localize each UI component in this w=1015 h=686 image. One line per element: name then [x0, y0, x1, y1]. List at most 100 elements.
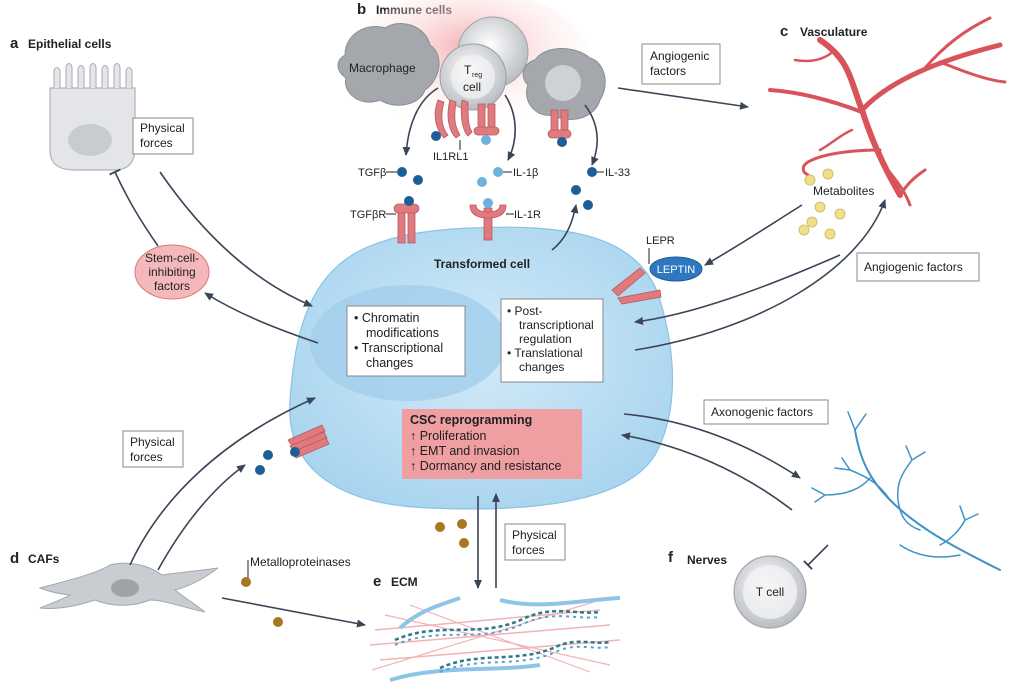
metabolite-dots	[798, 168, 846, 240]
arrow-epithelial-to-cell	[159, 171, 313, 307]
chromatin-box-line: • Chromatin	[354, 311, 420, 325]
angiogenic-top-l1: Angiogenic	[650, 49, 709, 63]
csc-item-proliferation: ↑ Proliferation	[410, 429, 486, 443]
post-transcriptional-box-line: • Post-	[507, 304, 543, 318]
arrow-right-cell-to-il33	[584, 104, 599, 166]
chromatin-box-line: modifications	[366, 326, 439, 340]
panel-title-e: ECM	[391, 575, 418, 589]
arrow-caf-to-ligands	[157, 464, 246, 571]
treg-label-sub: reg	[472, 72, 482, 79]
chromatin-box	[346, 305, 466, 377]
t-cell-label: T cell	[756, 585, 784, 599]
panel-title-c: Vasculature	[800, 25, 868, 39]
physical-forces-top-l1: Physical	[140, 121, 185, 135]
il1b-ligand-2	[477, 177, 487, 187]
tgfbr-bound-ligand	[404, 196, 414, 206]
caf-ligand-1	[263, 450, 273, 460]
il33-ligand-2	[571, 185, 581, 195]
csc-item-dormancy: ↑ Dormancy and resistance	[410, 459, 562, 473]
arrow-cell-to-stem-factors	[204, 292, 319, 344]
angiogenic-right-box	[856, 252, 980, 282]
chromatin-box-line: changes	[366, 356, 413, 370]
ecm-mmp-dots	[435, 519, 469, 548]
panel-title-d: CAFs	[28, 552, 60, 566]
physical-forces-left-l1: Physical	[130, 435, 175, 449]
panel-title-a: Epithelial cells	[28, 37, 112, 51]
arrow-caf-to-ecm	[221, 597, 366, 628]
arrow-macrophage-to-tgfb	[402, 87, 439, 156]
grey-cell-right-nucleus	[545, 65, 581, 101]
panel-letter-f: f	[668, 549, 674, 566]
il1r-bound-ligand	[483, 198, 493, 208]
mmp-dot-2	[273, 617, 283, 627]
panel-letter-d: d	[10, 550, 19, 567]
arrow-metabolites-to-leptin	[704, 204, 803, 266]
post-transcriptional-box-line: regulation	[519, 332, 572, 346]
axonogenic-label: Axonogenic factors	[711, 405, 813, 419]
panel-letter-c: c	[780, 23, 788, 40]
ligand-light-receptor2	[481, 135, 491, 145]
transformed-cell-label: Transformed cell	[434, 257, 530, 271]
macrophage	[337, 23, 440, 106]
angiogenic-top-l2: factors	[650, 64, 686, 78]
ligand-dark-receptor3	[557, 137, 567, 147]
stem-factor-l1: Stem-cell-	[145, 251, 199, 265]
physical-forces-left-l2: forces	[130, 450, 163, 464]
angiogenic-top-box	[641, 43, 721, 85]
csc-title: CSC reprogramming	[410, 413, 532, 427]
ligand-dark-receptor1	[431, 131, 441, 141]
caf-ligand-2	[255, 465, 265, 475]
stem-factor-l2: inhibiting	[148, 265, 195, 279]
physical-forces-left-box	[122, 430, 184, 468]
stem-factor-l3: factors	[154, 279, 190, 293]
t-cell-inner	[743, 565, 797, 619]
physical-forces-top-l2: forces	[140, 136, 173, 150]
caf-nucleus	[111, 579, 139, 597]
arrow-caf-to-cell-physical	[129, 397, 316, 566]
csc-item-emt: ↑ EMT and invasion	[410, 444, 520, 458]
il1rl1-label: IL1RL1	[433, 151, 468, 163]
leptin-badge	[649, 256, 703, 282]
tgfbr-receptor	[393, 203, 420, 244]
panel-letter-e: e	[373, 573, 381, 590]
chromatin-box-line: • Transcriptional	[354, 341, 443, 355]
treg-label-main: T	[464, 63, 472, 77]
lepr-receptor	[611, 267, 662, 305]
treg-label-second: cell	[463, 80, 481, 94]
blood-vessel	[768, 16, 1007, 207]
il33-ligand-1	[587, 167, 597, 177]
arrow-treg-to-il1b	[504, 94, 516, 161]
arrow-nerves-to-cell	[621, 432, 793, 511]
epithelial-cell	[49, 62, 136, 171]
metabolites-label: Metabolites	[813, 184, 874, 198]
physical-forces-bottom-l2: forces	[512, 543, 545, 557]
post-transcriptional-box-line: transcriptional	[519, 318, 594, 332]
caf-bound-ligand	[290, 447, 300, 457]
il33-label: IL-33	[605, 167, 630, 179]
stem-cell-inhibiting-factors-bubble	[134, 244, 210, 300]
inhibit-nerves-to-tcell	[803, 544, 829, 570]
panel-title-f: Nerves	[687, 553, 727, 567]
axonogenic-box	[703, 399, 829, 425]
caf-receptor	[287, 424, 330, 459]
arrow-cell-to-il33	[551, 204, 579, 251]
arrow-immune-to-vasculature	[617, 87, 749, 110]
il1b-ligand-1	[493, 167, 503, 177]
arrow-vasculature-to-cell	[634, 254, 841, 325]
panel-letter-a: a	[10, 35, 19, 52]
treg-nucleus	[451, 55, 495, 99]
panel-letter-b: b	[357, 1, 366, 18]
post-transcriptional-box-line: • Translational	[507, 346, 583, 360]
physical-forces-top-box	[132, 117, 194, 155]
physical-forces-bottom-l1: Physical	[512, 528, 557, 542]
angiogenic-right-label: Angiogenic factors	[864, 260, 963, 274]
tgfb-label: TGFβ	[358, 167, 386, 179]
arrow-cell-to-nerves	[623, 413, 801, 479]
leptin-label: LEPTIN	[657, 264, 696, 276]
il1rl1-receptor-cluster	[434, 99, 572, 139]
post-transcriptional-box	[500, 298, 604, 383]
ecm-fibres	[369, 596, 621, 682]
inhibit-stem-factors-to-epithelial	[109, 168, 159, 247]
